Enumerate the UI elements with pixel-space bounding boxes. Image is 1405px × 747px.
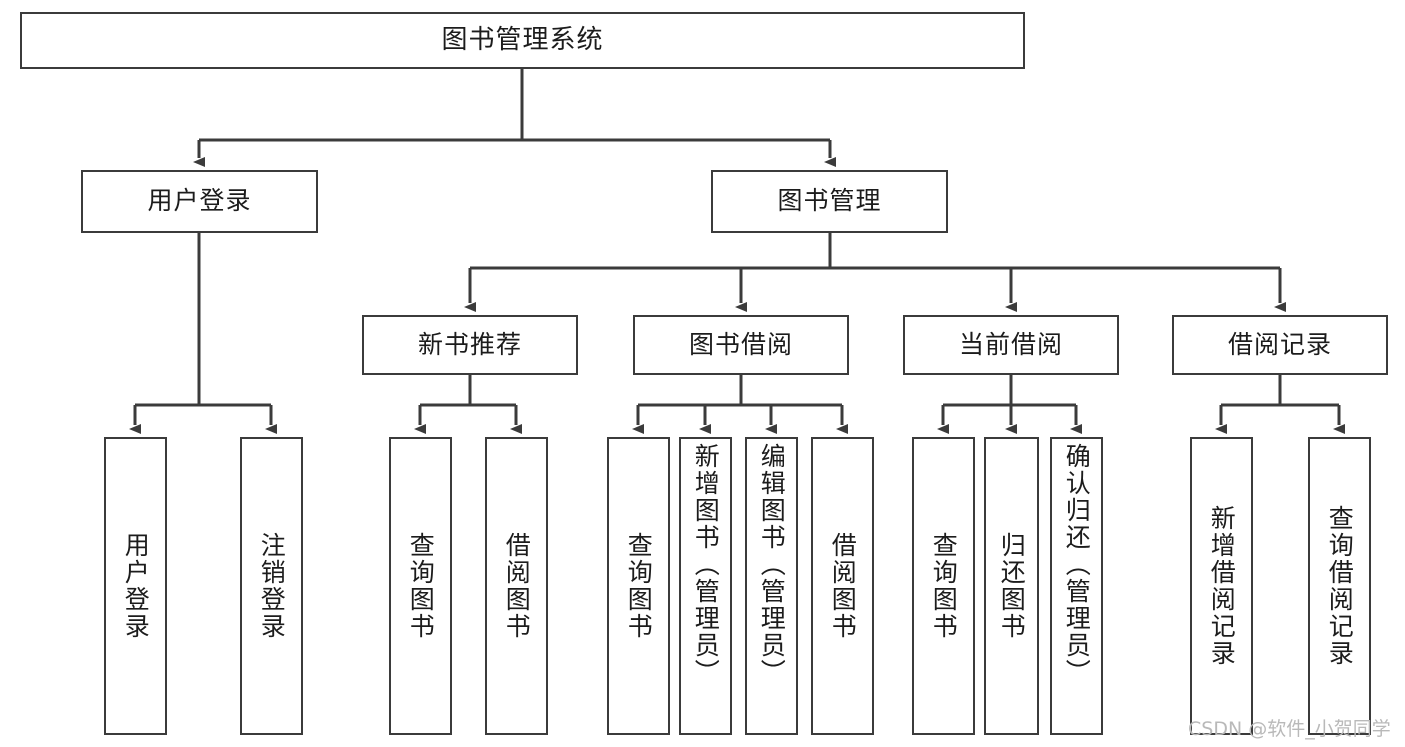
node-leaf-query-book-2[interactable]: 查询图书 (607, 437, 670, 735)
node-leaf-query-book-3[interactable]: 查询图书 (912, 437, 975, 735)
node-new-book-recommend[interactable]: 新书推荐 (362, 315, 578, 375)
node-book-manage[interactable]: 图书管理 (711, 170, 948, 233)
node-leaf-borrow-book-1[interactable]: 借阅图书 (485, 437, 548, 735)
node-label: 注销登录 (257, 532, 287, 640)
node-label: 查询图书 (624, 532, 654, 640)
node-label: 图书管理系统 (441, 24, 604, 55)
node-label: 图书管理 (777, 186, 882, 216)
node-label: 当前借阅 (958, 329, 1063, 359)
node-label: 新书推荐 (417, 329, 522, 359)
node-label: 确认归还（管理员） (1062, 443, 1092, 686)
node-leaf-query-borrow-record[interactable]: 查询借阅记录 (1308, 437, 1371, 735)
node-label: 查询借阅记录 (1325, 505, 1355, 667)
node-label: 新增图书（管理员） (691, 443, 721, 686)
node-root-system[interactable]: 图书管理系统 (20, 12, 1025, 69)
node-leaf-borrow-book-2[interactable]: 借阅图书 (811, 437, 874, 735)
node-label: 借阅图书 (502, 532, 532, 640)
node-leaf-user-login[interactable]: 用户登录 (104, 437, 167, 735)
node-user-login[interactable]: 用户登录 (81, 170, 318, 233)
node-label: 查询图书 (406, 532, 436, 640)
node-label: 图书借阅 (688, 329, 793, 359)
node-label: 借阅图书 (828, 532, 858, 640)
node-label: 查询图书 (929, 532, 959, 640)
node-leaf-edit-book[interactable]: 编辑图书（管理员） (745, 437, 798, 735)
node-leaf-logout[interactable]: 注销登录 (240, 437, 303, 735)
node-current-borrow[interactable]: 当前借阅 (903, 315, 1119, 375)
node-label: 归还图书 (997, 532, 1027, 640)
node-label: 用户登录 (147, 186, 252, 216)
node-leaf-return-book[interactable]: 归还图书 (984, 437, 1039, 735)
node-label: 编辑图书（管理员） (757, 443, 787, 686)
node-leaf-add-book[interactable]: 新增图书（管理员） (679, 437, 732, 735)
node-leaf-confirm-return[interactable]: 确认归还（管理员） (1050, 437, 1103, 735)
node-label: 借阅记录 (1227, 329, 1332, 359)
node-leaf-add-borrow-record[interactable]: 新增借阅记录 (1190, 437, 1253, 735)
node-label: 用户登录 (121, 532, 151, 640)
node-borrow-record[interactable]: 借阅记录 (1172, 315, 1388, 375)
node-book-borrow[interactable]: 图书借阅 (633, 315, 849, 375)
watermark-text: CSDN @软件_小贺同学 (1188, 718, 1391, 740)
node-label: 新增借阅记录 (1207, 505, 1237, 667)
node-leaf-query-book-1[interactable]: 查询图书 (389, 437, 452, 735)
